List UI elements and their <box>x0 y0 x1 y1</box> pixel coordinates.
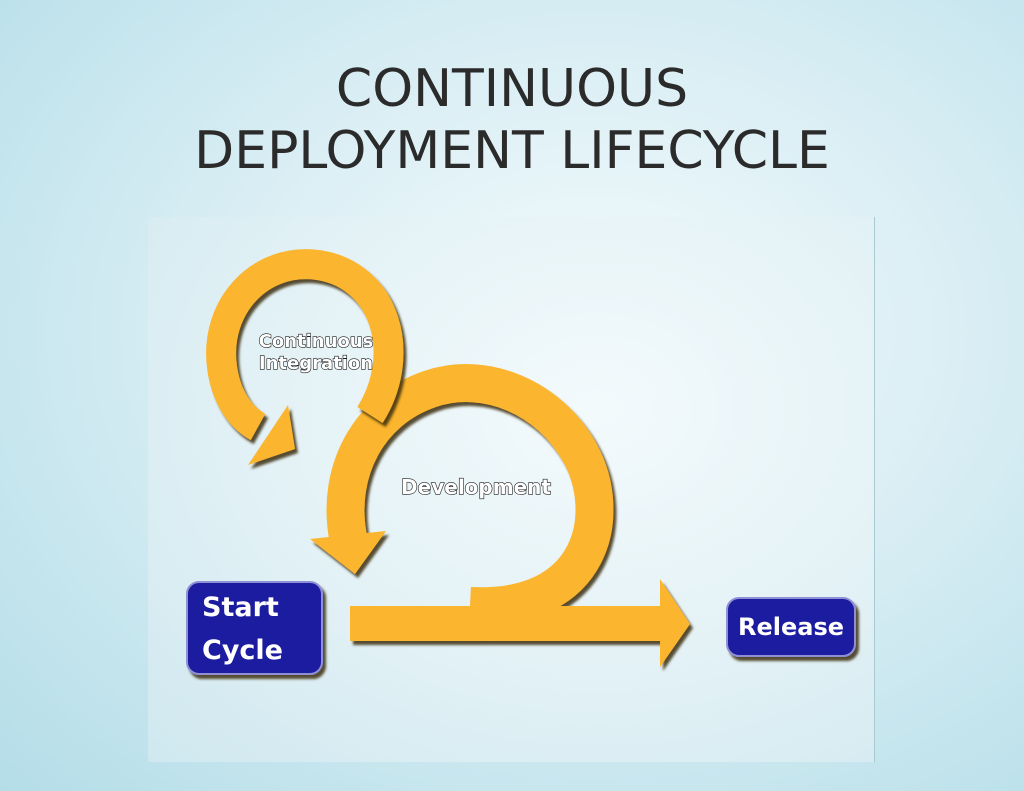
development-label: Development <box>401 475 551 499</box>
release-label: Release <box>738 613 844 641</box>
start-cycle-label-line-1: Start <box>202 592 279 623</box>
release-arrow <box>350 579 690 667</box>
start-cycle-label-line-2: Cycle <box>202 635 283 666</box>
lifecycle-diagram: Start Cycle Release Continuous Integrati… <box>148 217 875 762</box>
slide-title: CONTINUOUS DEPLOYMENT LIFECYCLE <box>0 58 1024 182</box>
development-loop-arrow <box>310 364 614 626</box>
slide-title-line-2: DEPLOYMENT LIFECYCLE <box>194 121 830 181</box>
lifecycle-diagram-svg: Start Cycle Release Continuous Integrati… <box>186 249 856 675</box>
slide-title-line-1: CONTINUOUS <box>335 59 689 119</box>
continuous-integration-label-line-2: Integration <box>259 353 373 374</box>
continuous-integration-loop-arrow <box>206 249 404 465</box>
start-cycle-box: Start Cycle <box>186 581 323 675</box>
continuous-integration-label-line-1: Continuous <box>259 331 374 352</box>
release-box: Release <box>726 597 856 657</box>
